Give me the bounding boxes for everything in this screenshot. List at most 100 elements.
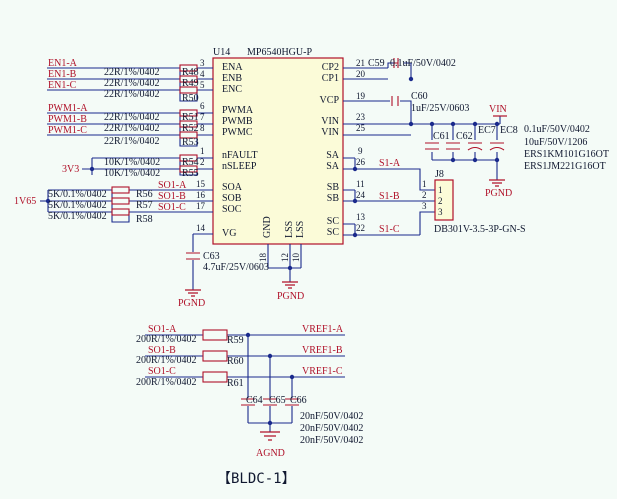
label-r51-ref: R51 [182,112,199,123]
resistor-r54[interactable] [179,154,198,162]
label-c61-ref: C61 [433,131,450,142]
label-r48-value: 22R/1%/0402 [104,67,160,78]
resistor-r50[interactable] [179,86,198,94]
net-so-c-vref: SO1-C [148,366,176,377]
pin-name-soa: SOA [222,182,243,193]
vin-label: VIN [489,104,507,115]
chip-part: MP6540HGU-P [247,47,312,58]
pin-num-18: 18 [258,253,268,263]
pin-name-cp2: CP2 [322,62,339,73]
pin-num-24: 24 [356,190,366,200]
label-r58-value: 5K/0.1%/0402 [48,211,107,222]
resistor-r57[interactable] [111,197,130,205]
pin-num-14: 14 [196,223,206,233]
label-r60-ref: R60 [227,356,244,367]
label-c63-value: 4.7uF/25V/0603 [203,262,269,273]
capacitor-c62[interactable] [446,142,460,150]
pin-name-enb: ENB [222,73,242,84]
resistor-r60[interactable] [202,350,228,362]
pgnd-symbol-vg [185,289,201,297]
pin-num-12: 12 [280,253,290,262]
connector-ref: J8 [435,169,444,180]
label-c60-ref: C60 [411,91,428,102]
vref-bank-value-1: 20nF/50V/0402 [300,411,363,422]
pin-name-vg: VG [222,228,236,239]
connector-body [434,179,454,221]
label-r50-value: 22R/1%/0402 [104,89,160,100]
pgnd-symbol-chip [282,281,298,289]
label-ec8-ref: EC8 [500,125,518,136]
pin-name-pwma: PWMA [222,105,254,116]
capacitor-c66[interactable] [285,398,299,406]
resistor-r53[interactable] [179,131,198,139]
capacitor-c64[interactable] [241,398,255,406]
label-r54-ref: R54 [182,157,199,168]
resistor-r59[interactable] [202,329,228,341]
pin-num-6: 6 [200,101,205,111]
pin-num-9: 9 [358,146,363,156]
net-labels: EN1-A EN1-B EN1-C PWM1-A PWM1-B PWM1-C 3… [14,58,401,377]
pin-name-pwmb: PWMB [222,116,253,127]
label-ec7-ref: EC7 [478,125,496,136]
net-en-c: EN1-C [48,80,77,91]
pin-name-ena: ENA [222,62,243,73]
resistor-r51[interactable] [179,109,198,117]
resistor-bodies [111,64,228,383]
pin-num-10: 10 [291,253,301,263]
label-r58-ref: R58 [136,214,153,225]
capacitor-c60[interactable] [391,96,399,106]
pin-num-25: 25 [356,123,366,133]
connector-part: DB301V-3.5-3P-GN-S [434,224,526,235]
net-so-b: SO1-B [158,191,186,202]
pin-num-7: 7 [200,112,205,122]
vref-bank-value-2: 20nF/50V/0402 [300,423,363,434]
label-c62-ref: C62 [456,131,473,142]
net-vref-c: VREF1-C [302,366,343,377]
pgnd-label-vin: PGND [485,188,512,199]
pin-num-11: 11 [356,179,365,189]
sheet-title: 【BLDC-1】 [217,471,296,487]
label-r60-value: 200R/1%/0402 [136,355,197,366]
capacitor-c61[interactable] [425,142,439,150]
capacitor-c63[interactable] [186,252,200,260]
pin-name-vin-25: VIN [321,127,339,138]
pin-name-vcp: VCP [320,95,340,106]
capacitor-c65[interactable] [263,398,277,406]
label-r57-ref: R57 [136,200,153,211]
capacitor-ec8[interactable] [489,142,505,151]
pin-name-nsleep: nSLEEP [222,161,257,172]
resistor-r49[interactable] [179,75,198,83]
vref-bank-value-3: 20nF/50V/0402 [300,435,363,446]
chip-u14[interactable]: U14 MP6540HGU-P ENA ENB ENC PWMA PWMB PW… [196,47,366,262]
pin-num-21: 21 [356,58,365,68]
vin-bank-value-2: 10uF/50V/1206 [524,137,587,148]
pin-num-5: 5 [200,80,205,90]
net-en-a: EN1-A [48,58,78,69]
connector-pin-3: 3 [438,207,443,217]
pin-name-sc-13: SC [327,216,340,227]
chip-body [212,57,344,245]
resistor-r55[interactable] [179,165,198,173]
label-r57-value: 5K/0.1%/0402 [48,200,107,211]
label-c59-value: 0.1uF/50V/0402 [390,58,456,69]
junction-dots [45,76,500,426]
resistor-r56[interactable] [111,186,130,194]
label-r52-ref: R52 [182,123,199,134]
agnd-symbol [260,431,280,441]
capacitor-bodies [186,58,505,406]
resistor-r58[interactable] [111,208,130,216]
pin-num-17: 17 [196,201,206,211]
pin-name-enc: ENC [222,84,242,95]
capacitor-ec7[interactable] [467,142,483,151]
pin-name-gnd: GND [262,216,273,238]
resistor-r52[interactable] [179,120,198,128]
pin-num-2: 2 [200,157,205,167]
capacitor-c59[interactable] [393,58,399,68]
label-c59-ref: C59 [368,58,385,69]
resistor-r61[interactable] [202,371,228,383]
chip-ref: U14 [213,47,230,58]
resistor-r48[interactable] [179,64,198,72]
pgnd-label-vg: PGND [178,298,205,309]
connector-j8[interactable]: J8 DB301V-3.5-3P-GN-S 1 2 3 1 2 3 [422,169,526,235]
label-c60-value: 1uF/25V/0603 [411,103,469,114]
